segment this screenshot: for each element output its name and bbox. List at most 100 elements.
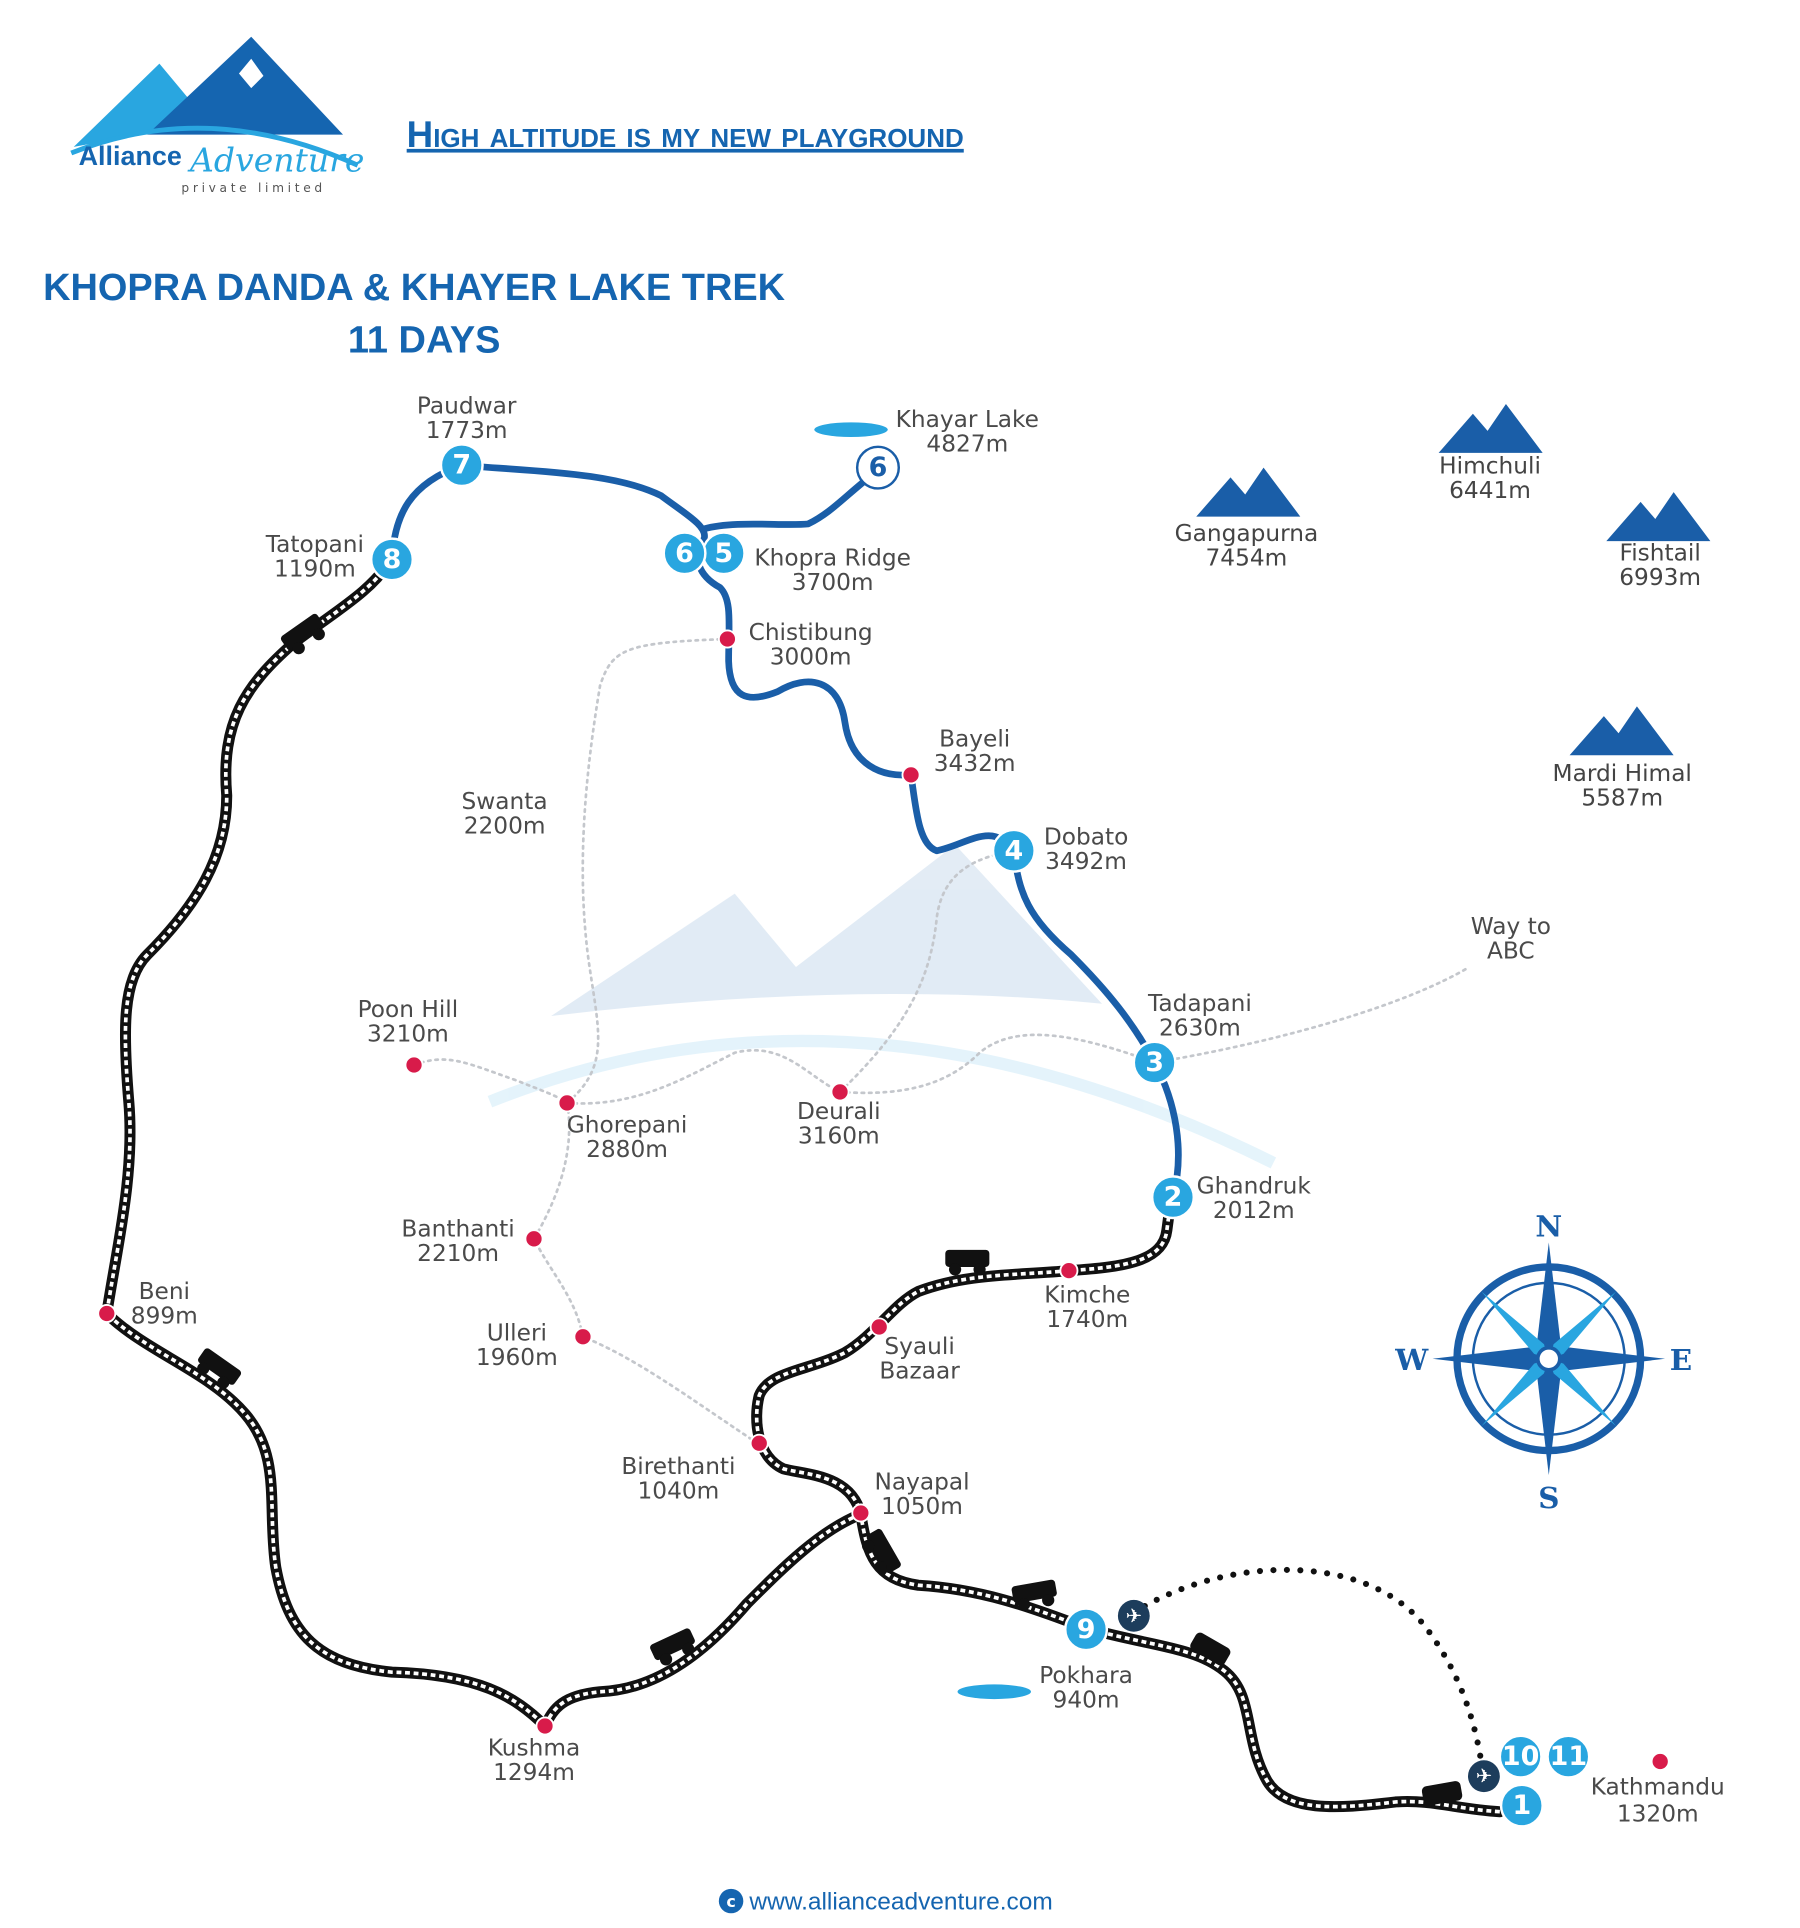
place-name: Pokhara <box>1039 1662 1133 1689</box>
khayar-lake-icon <box>814 422 888 438</box>
compass-south: S <box>1538 1480 1559 1515</box>
compass-rose: N S E W <box>1394 1208 1692 1515</box>
place-name: Khopra Ridge <box>754 545 911 572</box>
day-marker: 4 <box>991 828 1036 873</box>
jeep-icons <box>197 613 1463 1806</box>
compass-north: N <box>1535 1208 1562 1243</box>
svg-text:2: 2 <box>1164 1182 1183 1213</box>
peak-altitude: 7454m <box>1206 545 1288 572</box>
place-name: Deurali <box>797 1098 881 1125</box>
place-altitude: 2210m <box>417 1240 499 1267</box>
place-altitude: 3700m <box>792 569 874 596</box>
day-marker: 3 <box>1132 1040 1177 1085</box>
place-altitude: 1740m <box>1046 1306 1128 1333</box>
jeep-icon <box>1011 1579 1057 1611</box>
mountain-peaks <box>1196 403 1711 756</box>
day-marker-khayar: 6 <box>855 445 900 490</box>
place-name: Ghandruk <box>1197 1173 1312 1200</box>
place-name: Ulleri <box>487 1319 547 1346</box>
bus-icon <box>1421 1781 1463 1806</box>
place-name: Chistibung <box>749 619 873 646</box>
trek-route <box>388 461 1182 1201</box>
logo-subtext: private limited <box>181 181 325 195</box>
bus-icon <box>1190 1632 1231 1666</box>
map-title: KHOPRA DANDA & KHAYER LAKE TREK <box>43 267 786 309</box>
svg-text:6: 6 <box>869 452 888 483</box>
place-altitude: 1294m <box>493 1759 575 1786</box>
road-route <box>101 553 1506 1818</box>
place-name: Khayar Lake <box>896 406 1039 433</box>
logo-text-alliance: Alliance <box>79 141 182 171</box>
copyright-icon <box>718 1888 744 1914</box>
place-name: Swanta <box>462 788 548 815</box>
place-altitude: 3160m <box>798 1122 880 1149</box>
place-name: Nayapal <box>874 1469 969 1496</box>
day-marker: 10 <box>1498 1734 1543 1779</box>
place-name: Poon Hill <box>358 996 459 1023</box>
footer: c www.allianceadventure.com <box>718 1888 1053 1916</box>
place-name: Kathmandu <box>1591 1774 1725 1801</box>
website-url[interactable]: www.allianceadventure.com <box>748 1889 1052 1916</box>
svg-text:3: 3 <box>1145 1047 1164 1078</box>
place-altitude: 1960m <box>476 1344 558 1371</box>
jeep-icon <box>945 1249 990 1276</box>
place-altitude: 2630m <box>1159 1015 1241 1042</box>
svg-text:8: 8 <box>383 544 402 575</box>
place-altitude: 3432m <box>934 750 1016 777</box>
svg-text:5: 5 <box>714 538 733 569</box>
place-altitude: 3210m <box>367 1021 449 1048</box>
place-name: Tatopani <box>265 531 364 558</box>
place-altitude: Bazaar <box>879 1357 960 1384</box>
jeep-icon <box>650 1628 695 1666</box>
stop-markers <box>97 629 1670 1772</box>
peak-altitude: 6993m <box>1619 564 1701 591</box>
day-markers: 1 2 3 4 5 6 6 7 8 9 10 11 <box>369 443 1591 1828</box>
mountain-icon <box>1196 467 1301 517</box>
jeep-icon <box>197 1348 242 1389</box>
day-marker: 2 <box>1150 1175 1196 1220</box>
peak-name: Himchuli <box>1439 453 1541 480</box>
flight-path <box>1141 1566 1485 1766</box>
peak-altitude: 6441m <box>1449 477 1531 504</box>
place-altitude: ABC <box>1487 937 1535 964</box>
place-name: Ghorepani <box>567 1111 688 1138</box>
place-name: Dobato <box>1044 824 1128 851</box>
place-altitude: 1050m <box>881 1493 963 1520</box>
airplane-icon: ✈ <box>1467 1760 1500 1793</box>
day-marker: 7 <box>439 443 484 488</box>
airplane-icon: ✈ <box>1117 1599 1150 1632</box>
map-duration: 11 DAYS <box>348 320 501 362</box>
place-name: Tadapani <box>1147 990 1252 1017</box>
place-name: Banthanti <box>401 1215 514 1242</box>
place-labels: Paudwar 1773m Khayar Lake 4827m Tatopani… <box>131 393 1725 1828</box>
svg-text:✈: ✈ <box>1476 1765 1492 1788</box>
svg-text:11: 11 <box>1550 1741 1587 1772</box>
place-altitude: 1320m <box>1617 1801 1699 1828</box>
svg-text:10: 10 <box>1502 1741 1539 1772</box>
watermark <box>487 844 1277 1169</box>
logo-text-adventure: Adventure <box>187 140 364 179</box>
place-altitude: 3492m <box>1045 848 1127 875</box>
place-altitude: 1190m <box>274 556 356 583</box>
place-altitude: 1040m <box>638 1477 720 1504</box>
svg-text:c: c <box>726 1892 735 1911</box>
peak-name: Fishtail <box>1620 540 1701 567</box>
svg-text:1: 1 <box>1512 1790 1531 1821</box>
place-name: Birethanti <box>621 1453 735 1480</box>
jeep-icon <box>861 1528 901 1574</box>
svg-text:9: 9 <box>1077 1614 1096 1645</box>
jeep-icon <box>280 613 325 655</box>
day-marker: 11 <box>1546 1734 1591 1779</box>
svg-text:✈: ✈ <box>1126 1604 1142 1627</box>
mountain-icon <box>1569 706 1674 756</box>
place-altitude: 899m <box>131 1302 198 1329</box>
place-altitude: 2880m <box>586 1136 668 1163</box>
logo: Alliance Adventure private limited <box>70 36 364 195</box>
mountain-icon <box>1606 492 1711 542</box>
place-name: Bayeli <box>939 726 1010 753</box>
place-altitude: 1773m <box>426 417 508 444</box>
peak-name: Mardi Himal <box>1553 760 1692 787</box>
place-altitude: 3000m <box>770 644 852 671</box>
peak-name: Gangapurna <box>1175 520 1319 547</box>
